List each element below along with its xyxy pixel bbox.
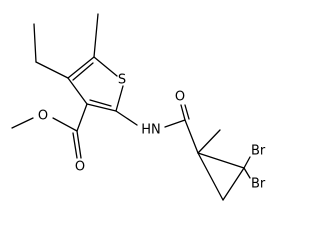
- bond-c2-c3-inner: [89, 99, 112, 107]
- bond-c3-c4: [67, 77, 88, 105]
- bond-amide-co-1: [180, 104, 186, 121]
- bond-amide-co-2: [184, 104, 190, 120]
- bond-o-methyl: [11, 117, 34, 129]
- bond-ester-co-2: [72, 132, 78, 159]
- bond-c2-n: [115, 110, 138, 126]
- bromine-1-label: Br: [251, 144, 266, 159]
- amide-nh-label: HN: [141, 123, 161, 138]
- bond-cbr-ch2: [222, 167, 245, 201]
- bond-c3-carbonyl: [76, 103, 88, 132]
- chemical-structure-diagram: S O O HN O Br Br: [11, 13, 266, 201]
- bond-n-carbonyl: [164, 119, 186, 128]
- bond-cq-cbr: [197, 152, 245, 169]
- amide-oxygen-label: O: [175, 90, 185, 105]
- bond-ch2-ch3: [33, 23, 37, 63]
- sulfur-label: S: [118, 73, 126, 88]
- ester-oxygen-double-label: O: [75, 160, 85, 175]
- bond-ester-co-1: [76, 130, 82, 159]
- bond-c5-s: [93, 56, 118, 77]
- bond-c4-ch2: [35, 61, 69, 79]
- bond-lines: [11, 13, 251, 201]
- bond-cq-ch2: [197, 152, 224, 201]
- bond-c2-c3: [86, 103, 117, 112]
- bond-carbonyl-cq: [184, 119, 199, 154]
- bond-cbr-br1: [243, 156, 251, 169]
- bond-cq-methyl: [197, 129, 221, 154]
- bond-c4-c5-inner: [72, 62, 94, 81]
- ester-oxygen-single-label: O: [38, 109, 48, 124]
- bond-cbr-br2: [243, 167, 251, 179]
- bond-c4-c5: [67, 56, 95, 79]
- bond-c5-methyl: [93, 13, 99, 58]
- atom-labels: S O O HN O Br Br: [38, 73, 266, 192]
- bond-s-c2: [115, 85, 124, 112]
- bromine-2-label: Br: [251, 177, 266, 192]
- bond-ester-c-o: [52, 117, 78, 132]
